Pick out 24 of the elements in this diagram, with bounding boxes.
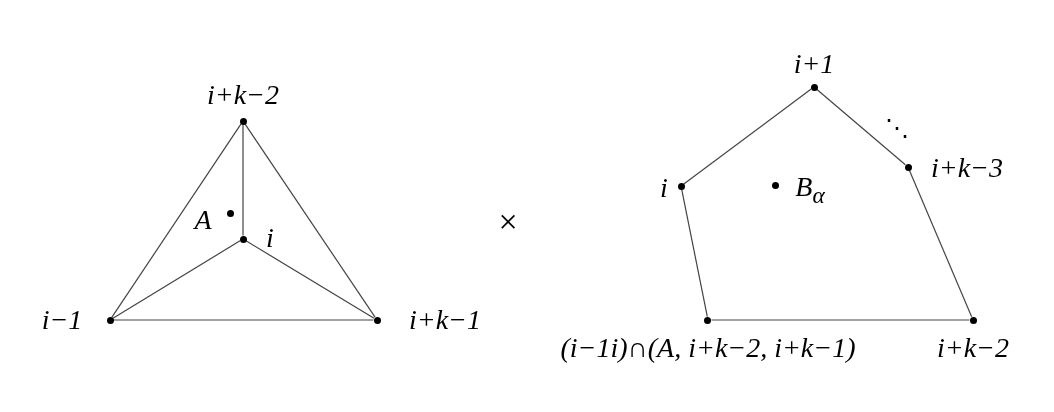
vertex-label: i−1 [41, 306, 83, 334]
edge-line [112, 319, 375, 321]
vertex-label: i+1 [793, 50, 835, 78]
vertex-label: i+k−2 [937, 334, 1009, 362]
edge-line [242, 123, 244, 237]
edge-line [683, 88, 812, 185]
edge-line [245, 240, 375, 319]
vertex-label: i+k−2 [207, 81, 279, 109]
vertex-label: i+k−1 [409, 306, 481, 334]
vertex-label: i [660, 174, 668, 202]
vertex-label: i+k−3 [931, 154, 1003, 182]
edge-line [908, 169, 973, 318]
edge-line [111, 123, 242, 318]
edge-line [681, 188, 708, 318]
edge-line [244, 123, 376, 318]
vertex-label: (i−1i)∩(A, i+k−2, i+k−1) [560, 334, 856, 362]
edge-line [112, 240, 241, 319]
vertex-label: B$_{α}$ [795, 173, 825, 207]
ellipsis-dots: ⋱ [885, 116, 909, 140]
vertex-label: A [194, 206, 212, 234]
vertex-label: i [266, 224, 274, 252]
edge-line [710, 319, 971, 321]
edge-line [816, 88, 906, 166]
times-sign: × [498, 205, 518, 239]
